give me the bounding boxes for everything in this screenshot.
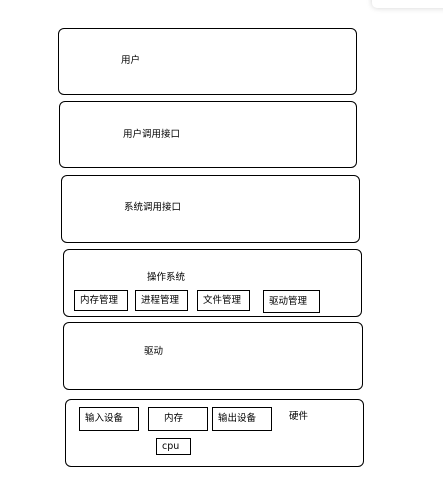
layer-user: [58, 28, 357, 95]
label-syscall-interface: 系统调用接口: [124, 202, 182, 213]
layer-syscall-interface: [61, 175, 360, 243]
module-input-device: 输入设备: [79, 407, 139, 431]
corner-popup: [372, 0, 443, 8]
module-driver-management: 驱动管理: [263, 290, 320, 313]
label-user-call-interface: 用户调用接口: [123, 129, 181, 140]
label-driver: 驱动: [144, 346, 164, 357]
module-memory-management: 内存管理: [74, 290, 128, 311]
label-user: 用户: [121, 55, 141, 66]
module-output-device: 输出设备: [212, 407, 272, 431]
layer-driver: [63, 322, 363, 390]
label-os: 操作系统: [147, 272, 186, 283]
module-memory: 内存: [148, 407, 208, 431]
module-cpu: cpu: [156, 438, 191, 455]
module-file-management: 文件管理: [197, 290, 250, 311]
module-process-management: 进程管理: [135, 290, 188, 311]
layer-user-call-interface: [59, 101, 357, 168]
label-hardware: 硬件: [289, 411, 309, 422]
